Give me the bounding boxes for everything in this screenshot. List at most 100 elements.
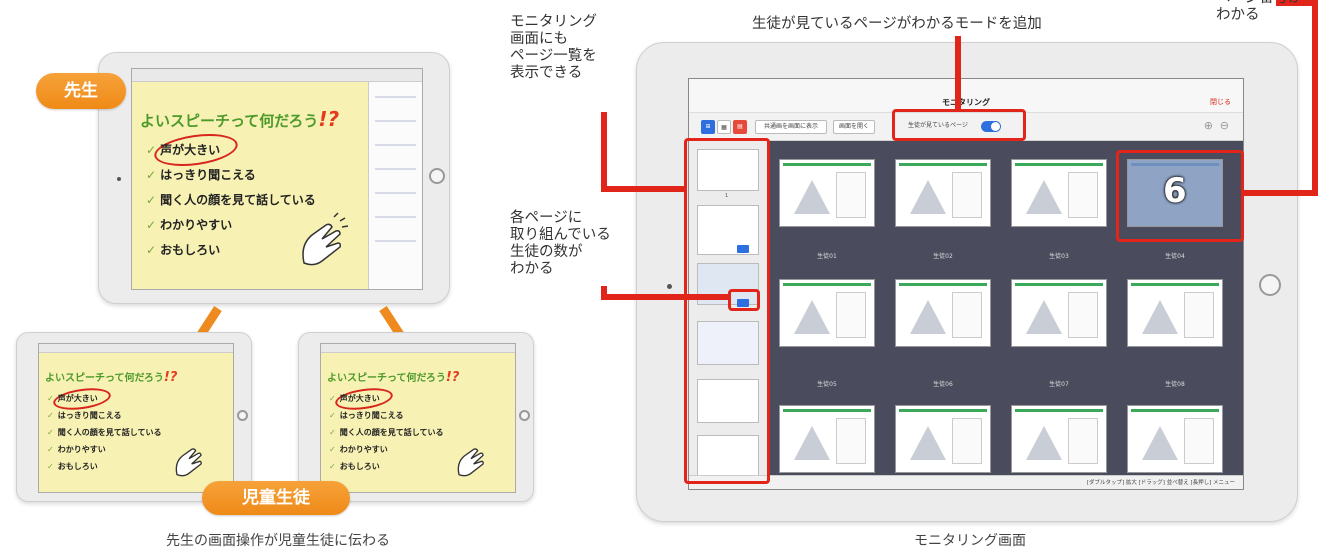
student-name: 生徒01 (817, 253, 837, 260)
student-cell-highlighted[interactable] (1127, 159, 1223, 227)
student-count-badge (737, 299, 749, 307)
annotation-count: 各ページに 取り組んでいる 生徒の数が わかる (510, 210, 611, 277)
view-button-2[interactable]: ▦ (717, 120, 731, 134)
lesson-title: よいスピーチって何だろう!? (140, 107, 339, 131)
check-item: ✓聞く人の顔を見て話している (47, 428, 162, 437)
toolbar: ⊞ ▦ ▤ 共通画を画面に表示 画面を開く 生徒が見ているページ ⊕ ⊖ (689, 113, 1243, 141)
student-cell[interactable] (895, 159, 991, 227)
check-item: ✓わかりやすい (329, 445, 388, 454)
camera-dot (117, 177, 121, 181)
student-cell[interactable] (779, 159, 875, 227)
open-screen-button[interactable]: 画面を開く (833, 120, 875, 134)
student-screen: よいスピーチって何だろう!? ✓声が大きい ✓はっきり聞こえる ✓聞く人の顔を見… (38, 343, 234, 493)
zoom-out-icon[interactable]: ⊖ (1219, 119, 1229, 132)
page-thumb[interactable] (697, 379, 759, 423)
connector-page-list (601, 112, 607, 192)
check-item: ✓はっきり聞こえる (146, 168, 256, 182)
student-name: 生徒04 (1165, 253, 1185, 260)
student-tablet-2: よいスピーチって何だろう!? ✓声が大きい ✓はっきり聞こえる ✓聞く人の顔を見… (298, 332, 534, 502)
clapping-hands-icon (175, 448, 202, 477)
student-name: 生徒03 (1049, 253, 1069, 260)
clapping-hands-icon (457, 448, 484, 477)
page-number-indicator: 6 (1163, 171, 1187, 211)
student-name: 生徒07 (1049, 381, 1069, 388)
lesson-title-text: よいスピーチって何だろう (140, 112, 319, 130)
student-cell[interactable] (1127, 405, 1223, 473)
toolbar (321, 344, 515, 353)
right-caption: モニタリング画面 (914, 533, 1026, 549)
screen-title: モニタリング (942, 98, 990, 107)
check-item: ✓おもしろい (47, 462, 98, 471)
student-count-badge (737, 245, 749, 253)
view-button-1[interactable]: ⊞ (701, 120, 715, 134)
left-caption: 先生の画面操作が児童生徒に伝わる (166, 533, 390, 549)
close-button[interactable]: 閉じる (1210, 98, 1231, 106)
home-button (429, 168, 445, 184)
camera-dot (667, 284, 672, 289)
home-button (519, 410, 530, 421)
check-item: ✓声が大きい (47, 394, 98, 403)
check-item: ✓わかりやすい (146, 218, 233, 232)
lesson-title-mark: !? (318, 107, 340, 131)
check-item: ✓はっきり聞こえる (329, 411, 404, 420)
student-cell[interactable] (779, 405, 875, 473)
viewing-page-mode-toggle[interactable] (981, 121, 1001, 132)
student-screen: よいスピーチって何だろう!? ✓声が大きい ✓はっきり聞こえる ✓聞く人の顔を見… (320, 343, 516, 493)
lesson-title: よいスピーチって何だろう!? (45, 370, 178, 385)
monitoring-screen: モニタリング 閉じる ⊞ ▦ ▤ 共通画を画面に表示 画面を開く 生徒が見ている… (688, 78, 1244, 490)
viewing-page-mode-label: 生徒が見ているページ (908, 122, 968, 129)
mode-toggle-highlight (892, 109, 1026, 141)
check-item: ✓わかりやすい (47, 445, 106, 454)
student-name: 生徒02 (933, 253, 953, 260)
home-button (237, 410, 248, 421)
teacher-tablet: よいスピーチって何だろう!? ✓声が大きい ✓はっきり聞こえる ✓聞く人の顔を見… (98, 52, 450, 304)
annotation-page-number: ページ番号が わかる (1216, 0, 1303, 23)
connector-count (601, 294, 729, 300)
student-count-highlight (728, 289, 760, 311)
connector-count (601, 286, 607, 300)
student-tablet-1: よいスピーチって何だろう!? ✓声が大きい ✓はっきり聞こえる ✓聞く人の顔を見… (16, 332, 252, 502)
check-item: ✓聞く人の顔を見て話している (329, 428, 444, 437)
home-button (1259, 274, 1281, 296)
view-button-3[interactable]: ▤ (733, 120, 747, 134)
page-side-panel (368, 82, 422, 289)
student-badge: 児童生徒 (202, 481, 350, 515)
connector-page-number (1244, 190, 1316, 196)
student-cell[interactable] (895, 279, 991, 347)
check-item: ✓はっきり聞こえる (47, 411, 122, 420)
teacher-badge: 先生 (36, 73, 126, 109)
zoom-in-icon[interactable]: ⊕ (1203, 119, 1213, 132)
connector-page-list (601, 186, 687, 192)
student-cell[interactable] (1011, 159, 1107, 227)
lesson-title: よいスピーチって何だろう!? (327, 370, 460, 385)
check-item: ✓おもしろい (146, 243, 221, 257)
student-cell[interactable] (1011, 279, 1107, 347)
toolbar (132, 69, 422, 82)
student-cell[interactable] (895, 405, 991, 473)
student-cell[interactable] (1127, 279, 1223, 347)
connector-page-number (1276, 0, 1316, 6)
page-list-highlight (684, 138, 770, 484)
connector-page-number (1312, 0, 1318, 196)
connector-mode (955, 36, 961, 110)
status-bar: モニタリング 閉じる (689, 79, 1243, 113)
student-cell[interactable] (1011, 405, 1107, 473)
student-name: 生徒06 (933, 381, 953, 388)
screen-footer: [ダブルタップ] 拡大 [ドラッグ] 並べ替え [長押し] メニュー (689, 475, 1243, 489)
teacher-screen: よいスピーチって何だろう!? ✓声が大きい ✓はっきり聞こえる ✓聞く人の顔を見… (131, 68, 423, 290)
annotation-page-list: モニタリング 画面にも ページ一覧を 表示できる (510, 14, 597, 81)
check-item: ✓声が大きい (146, 143, 221, 157)
toolbar (39, 344, 233, 353)
check-item: ✓聞く人の顔を見て話している (146, 193, 316, 207)
student-cell[interactable] (779, 279, 875, 347)
show-common-button[interactable]: 共通画を画面に表示 (755, 120, 827, 134)
clapping-hands-icon (302, 212, 349, 266)
annotation-mode: 生徒が見ているページがわかるモードを追加 (752, 16, 1042, 32)
check-item: ✓おもしろい (329, 462, 380, 471)
page-number-highlight (1116, 150, 1244, 242)
page-thumb[interactable] (697, 321, 759, 365)
student-name: 生徒08 (1165, 381, 1185, 388)
page-thumb[interactable] (697, 149, 759, 191)
student-name: 生徒05 (817, 381, 837, 388)
check-item: ✓声が大きい (329, 394, 380, 403)
